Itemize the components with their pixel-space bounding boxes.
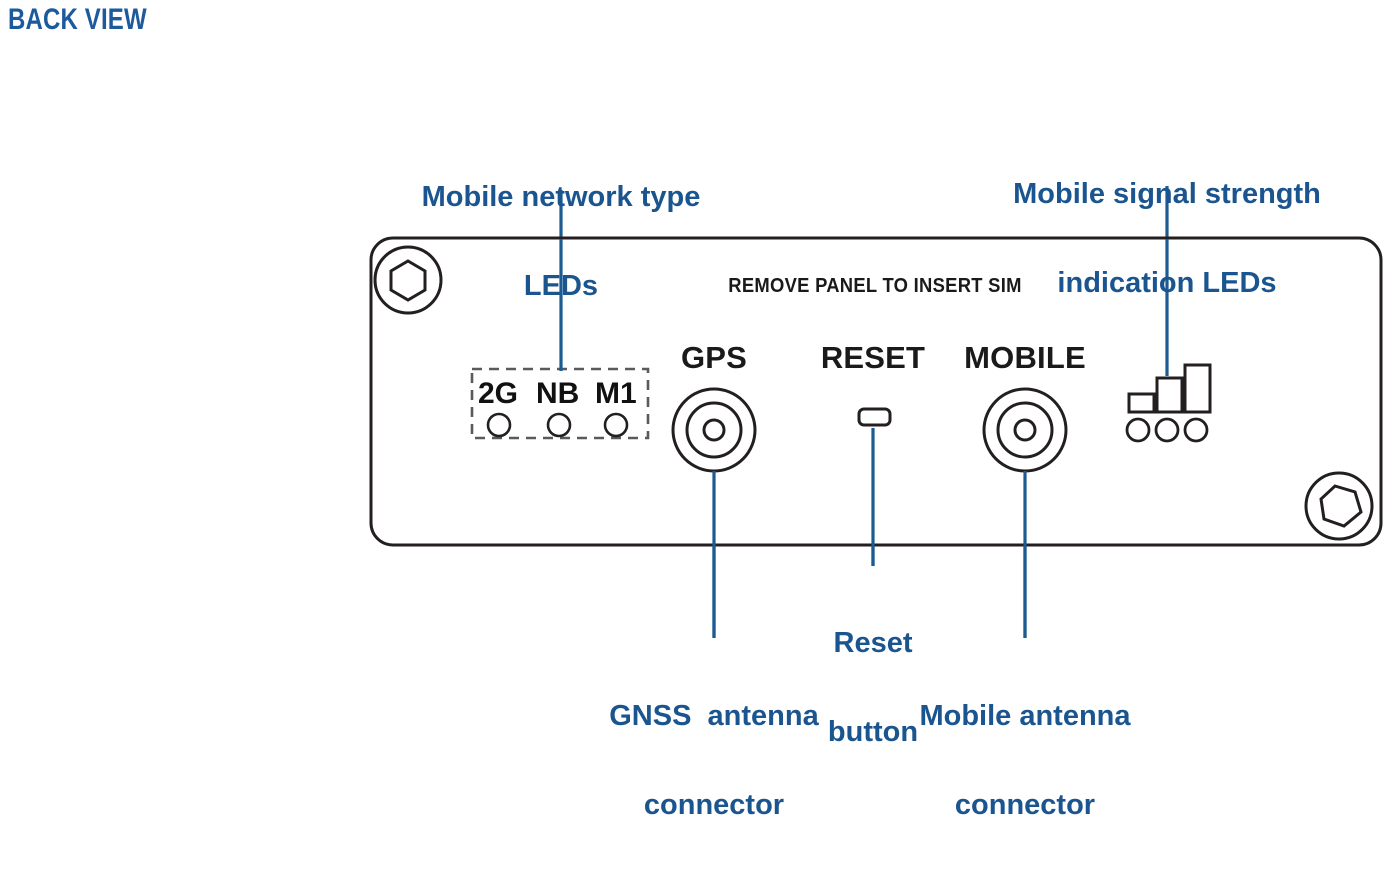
mobile-connector-pin	[1013, 418, 1037, 442]
network-type-led-group	[470, 367, 650, 440]
gps-connector-pin	[702, 418, 726, 442]
network-led-label-2g: 2G	[478, 377, 519, 410]
hex-socket-icon	[1319, 484, 1363, 528]
bottom-right-screw	[1304, 471, 1374, 541]
mobile-port-label: MOBILE	[964, 340, 1086, 375]
network-led-2g	[486, 412, 512, 438]
network-led-m1	[603, 412, 629, 438]
callout-network-leds-line2: LEDs	[523, 269, 599, 302]
back-view-illustration	[369, 186, 1383, 638]
signal-bar-2	[1155, 376, 1184, 414]
reset-button[interactable]	[857, 407, 892, 427]
callout-reset-line1: Reset	[833, 627, 913, 660]
signal-led-1	[1125, 417, 1151, 443]
callout-mobile-line1: Mobile antenna	[919, 700, 1131, 733]
callout-network-leds-line1: Mobile network type	[421, 181, 701, 214]
gps-port-label: GPS	[680, 340, 748, 375]
callout-signal-leds-line1: Mobile signal strength	[1013, 178, 1321, 211]
device-panel-outline	[369, 236, 1383, 547]
mobile-antenna-connector[interactable]	[982, 387, 1068, 473]
signal-strength-indicator	[1125, 363, 1212, 443]
callout-signal-leds: Mobile signal strength indication LEDs	[1007, 121, 1327, 358]
diagram-canvas: BACK VIEW Mobile network type LEDs Mobil…	[8, 3, 1383, 820]
network-led-label-nb: NB	[536, 377, 580, 410]
network-led-label-m1: M1	[595, 377, 637, 410]
hex-socket-icon	[389, 259, 427, 302]
signal-bar-3	[1183, 363, 1212, 414]
callout-signal-leds-line2: indication LEDs	[1057, 266, 1277, 299]
sim-instruction-label: REMOVE PANEL TO INSERT SIM	[728, 275, 1022, 297]
callout-network-leds: Mobile network type LEDs	[401, 124, 721, 361]
page-title: BACK VIEW	[8, 3, 147, 36]
callout-mobile-line2: connector	[954, 788, 1096, 821]
signal-led-3	[1183, 417, 1209, 443]
signal-bar-1	[1127, 392, 1156, 414]
leader-lines-overlay	[559, 239, 1169, 638]
network-led-nb	[546, 412, 572, 438]
callout-mobile-connector: Mobile antenna connector	[875, 643, 1175, 880]
top-left-screw	[373, 245, 443, 315]
signal-led-2	[1154, 417, 1180, 443]
gps-antenna-connector[interactable]	[671, 387, 757, 473]
reset-port-label: RESET	[820, 340, 926, 375]
